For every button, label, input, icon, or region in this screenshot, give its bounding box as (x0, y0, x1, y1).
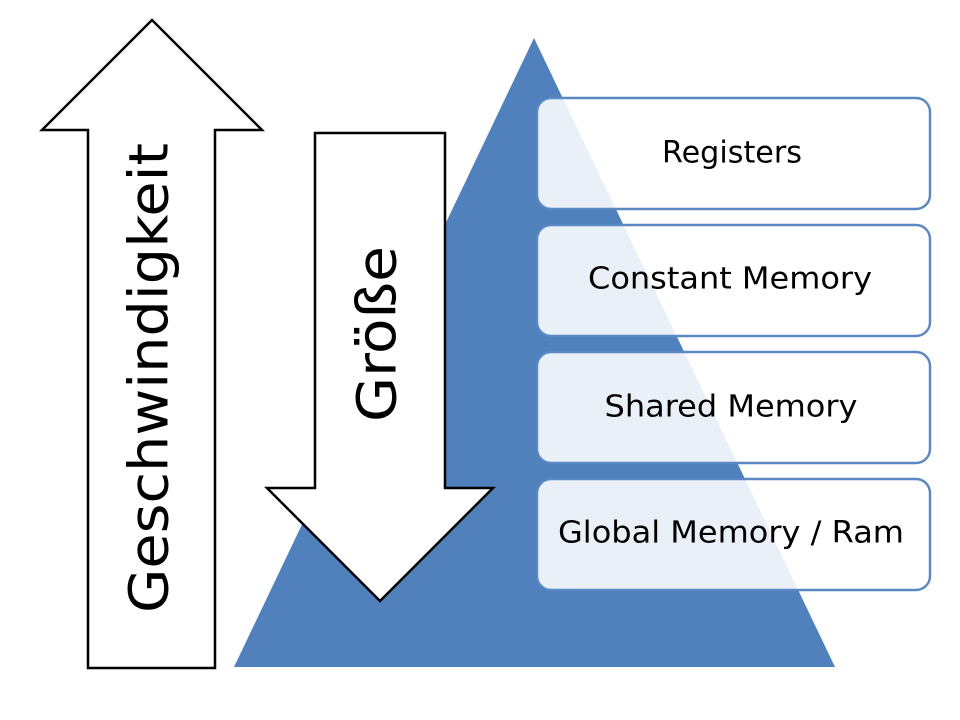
speed-up-arrow (38, 18, 266, 670)
memory-level-box (535, 223, 932, 338)
memory-level-shared: Shared Memory (535, 350, 932, 465)
size-down-arrow (263, 131, 497, 603)
size-arrow-label: Größe (346, 246, 409, 422)
memory-level-label: Registers (662, 136, 802, 171)
memory-level-box (535, 350, 932, 465)
memory-level-label: Constant Memory (588, 262, 872, 297)
memory-level-global: Global Memory / Ram (535, 477, 932, 592)
memory-level-box (535, 477, 932, 592)
memory-level-constant: Constant Memory (535, 223, 932, 338)
memory-level-label: Global Memory / Ram (558, 516, 904, 551)
memory-level-box (535, 96, 932, 211)
speed-arrow-label: Geschwindigkeit (118, 143, 181, 613)
memory-level-label: Shared Memory (605, 390, 858, 425)
memory-level-registers: Registers (535, 96, 932, 211)
